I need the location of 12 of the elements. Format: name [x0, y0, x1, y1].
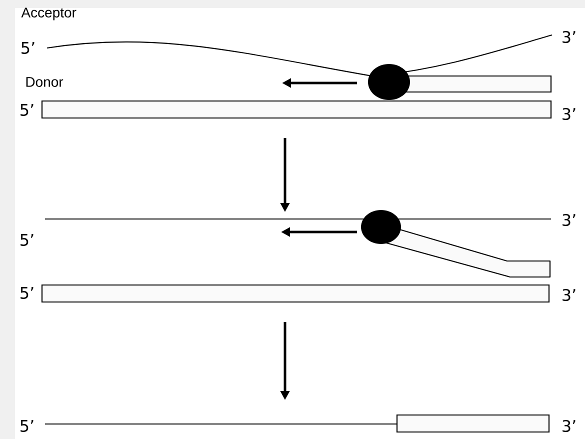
end-label: 3’	[562, 214, 576, 226]
strand-label: Acceptor	[21, 8, 76, 20]
end-label: 5’	[20, 287, 34, 299]
end-label: 3’	[562, 288, 576, 302]
end-label: 5’	[20, 234, 34, 246]
end-label: 3’	[562, 108, 576, 120]
end-label: 3’	[562, 420, 576, 432]
end-label: 3’	[562, 30, 576, 44]
end-label: 5’	[20, 420, 34, 432]
end-label: 5’	[22, 42, 34, 54]
strand-label: Donor	[26, 77, 64, 87]
end-label: 5’	[20, 104, 34, 116]
